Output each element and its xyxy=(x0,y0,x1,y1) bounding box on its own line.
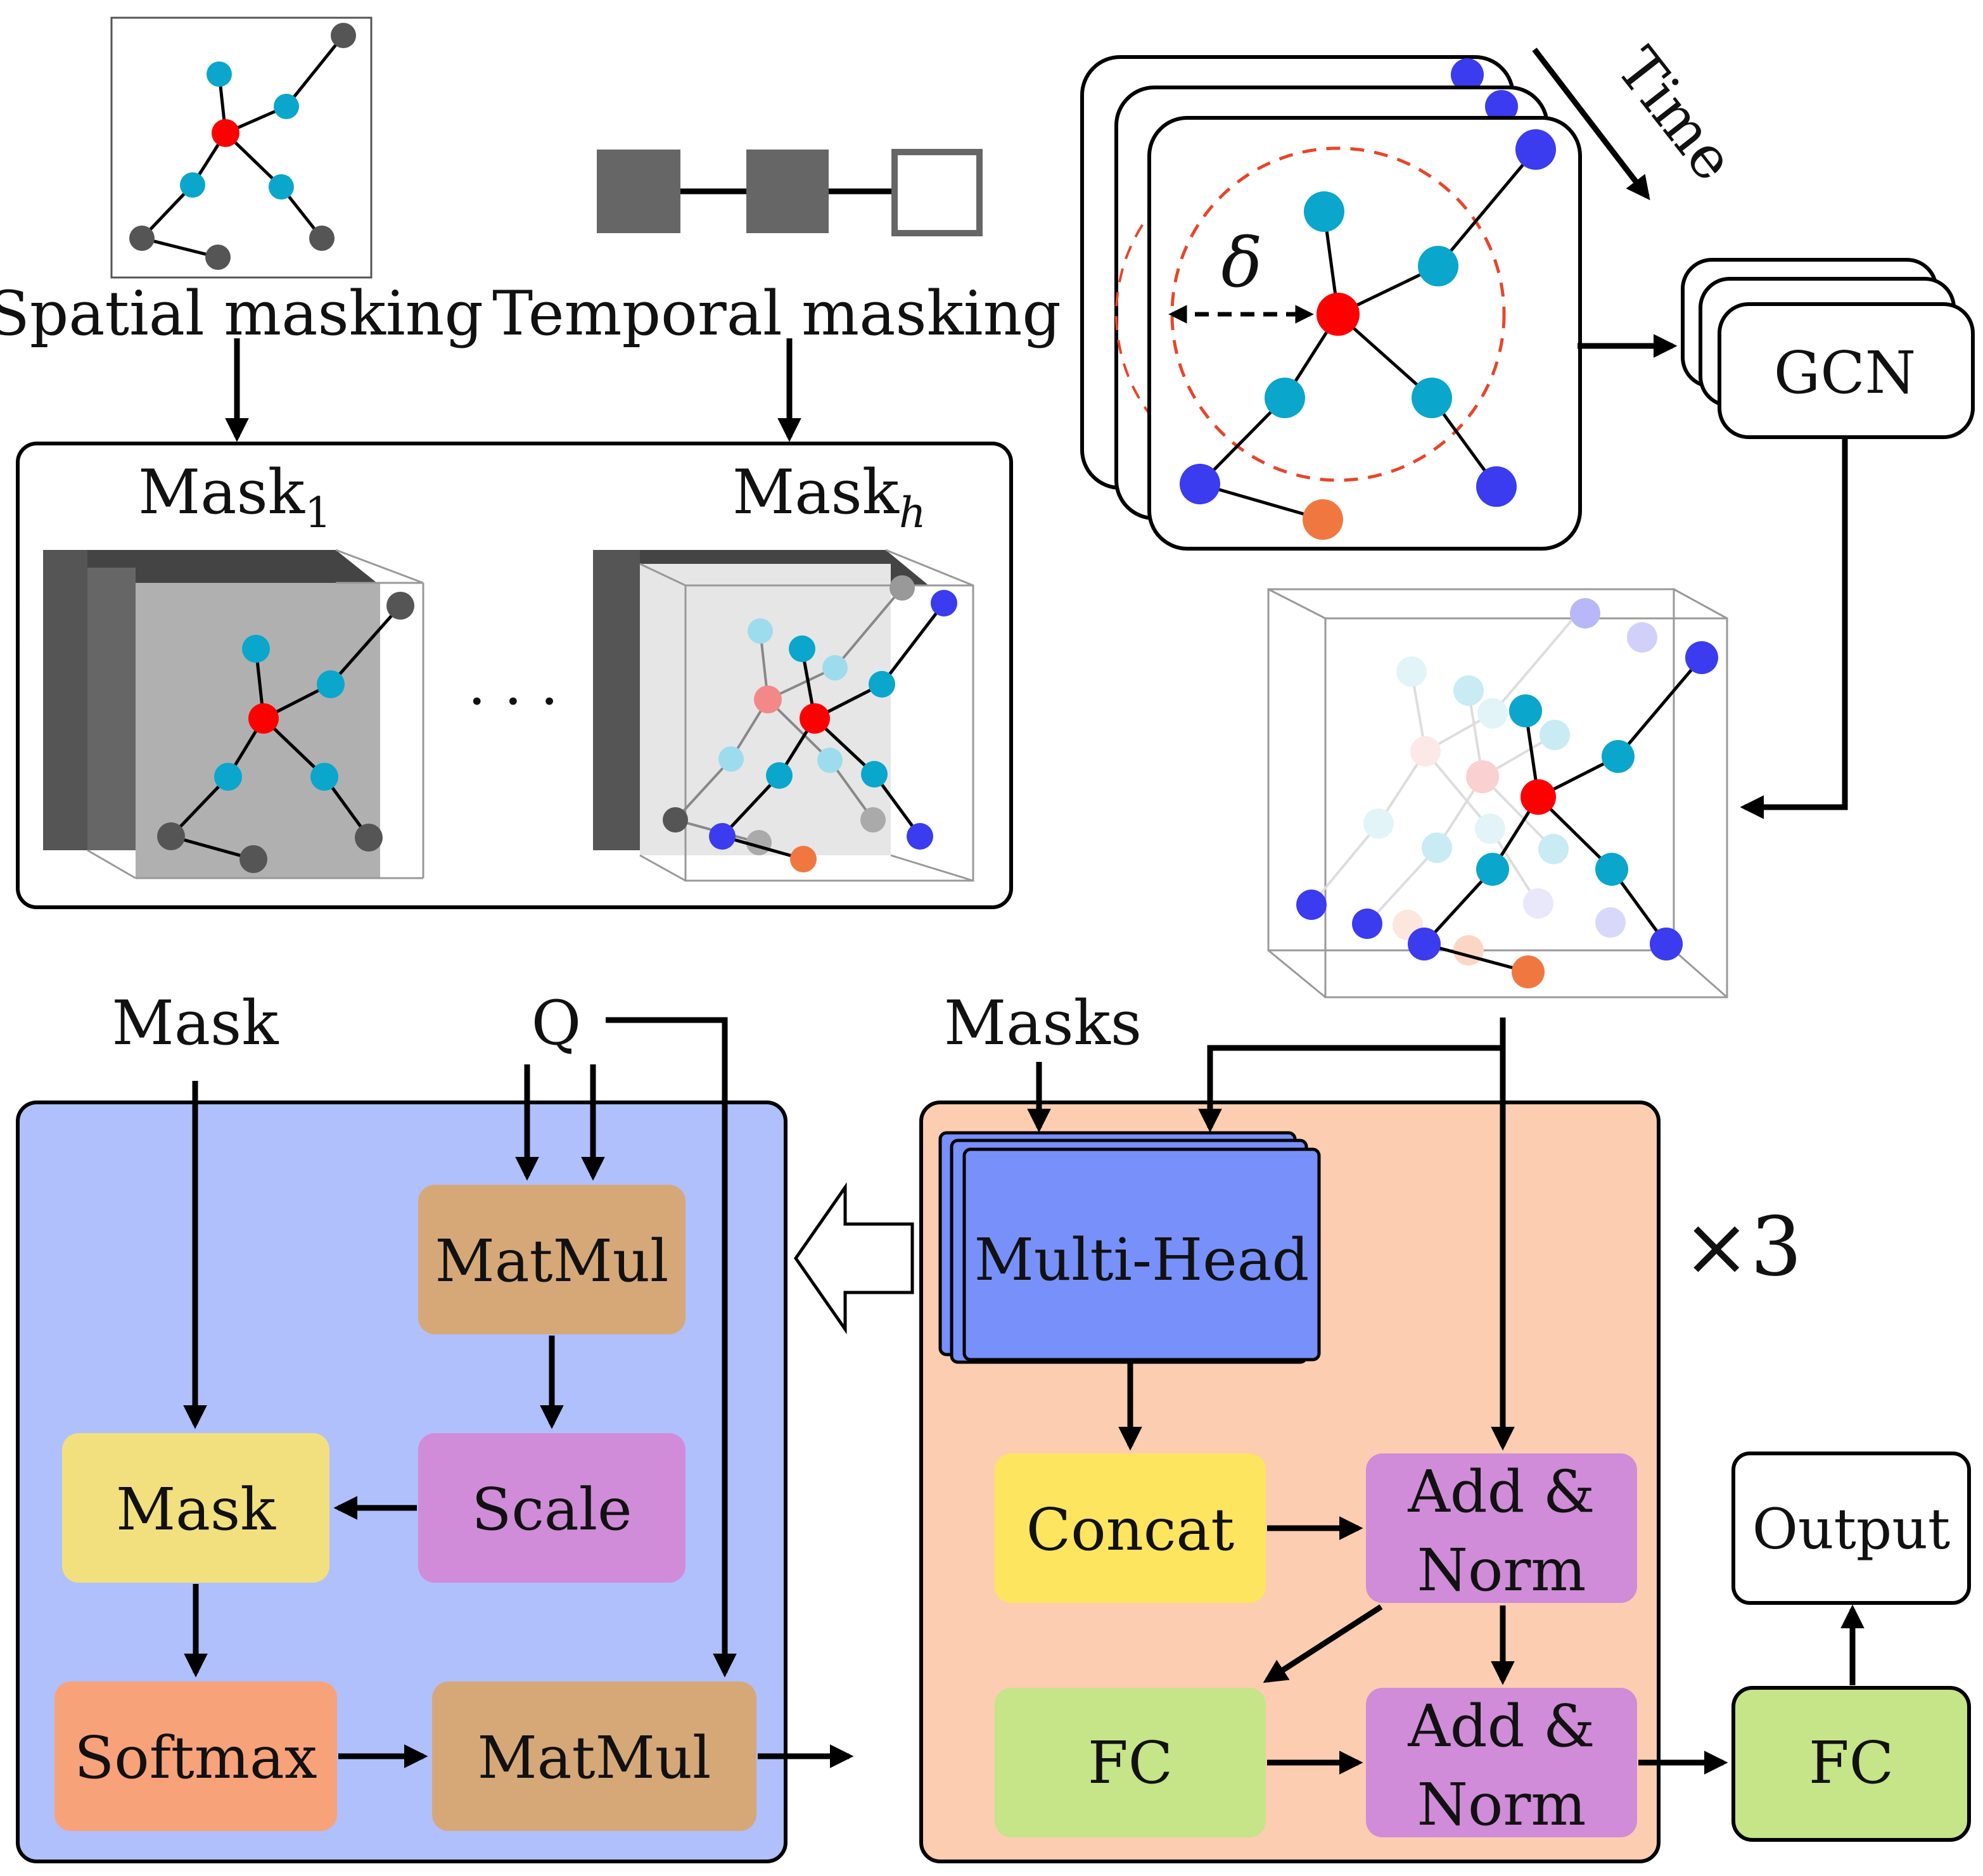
mask-ellipsis: · · · xyxy=(468,668,558,735)
add-norm-1-line2: Norm xyxy=(1417,1536,1586,1604)
mask-h-title: Maskh xyxy=(732,457,926,537)
attention-scale: Scale xyxy=(471,1476,632,1543)
attention-mask: Mask xyxy=(116,1476,276,1543)
multi-head-label: Multi-Head xyxy=(974,1226,1310,1294)
gcn-output-cube xyxy=(1267,588,1728,999)
output-label: Output xyxy=(1752,1496,1951,1562)
attention-matmul-top: MatMul xyxy=(435,1227,669,1295)
encoder-block xyxy=(919,1101,1661,1863)
mask-h-cube xyxy=(593,549,974,882)
gcn-label: GCN xyxy=(1774,339,1916,407)
mask-panel: Mask1 Maskh xyxy=(16,442,1013,909)
attention-softmax: Softmax xyxy=(74,1724,317,1792)
delta-label: δ xyxy=(1221,224,1262,303)
encoder-fc-label: FC xyxy=(1088,1729,1173,1797)
mask-1-cube xyxy=(43,549,424,879)
time-frames xyxy=(1080,55,1582,551)
add-norm-1-line1: Add & xyxy=(1407,1458,1595,1526)
output-fc-label: FC xyxy=(1809,1729,1894,1797)
attention-matmul-bottom: MatMul xyxy=(478,1724,711,1792)
spatial-masking-graph xyxy=(110,16,373,279)
repeat-label: ×3 xyxy=(1683,1200,1802,1294)
masks-input-label: Masks xyxy=(944,988,1142,1059)
time-arrow xyxy=(1532,48,1650,200)
scaled-dot-product-attention xyxy=(16,1101,787,1863)
gcn-block xyxy=(1681,258,1975,439)
temporal-masking-label: Temporal masking xyxy=(492,278,1061,349)
q-input-label: Q xyxy=(532,988,582,1059)
concat-label: Concat xyxy=(1026,1496,1234,1564)
temporal-masking-sequence xyxy=(597,149,983,236)
mask-input-label: Mask xyxy=(112,988,279,1059)
expand-arrow xyxy=(793,1182,914,1334)
add-norm-2-line2: Norm xyxy=(1417,1771,1586,1839)
output-head xyxy=(1731,1452,1971,1842)
spatial-masking-label: Spatial masking xyxy=(0,278,483,349)
mask-1-title: Mask1 xyxy=(138,457,331,537)
add-norm-2-line1: Add & xyxy=(1407,1692,1595,1760)
